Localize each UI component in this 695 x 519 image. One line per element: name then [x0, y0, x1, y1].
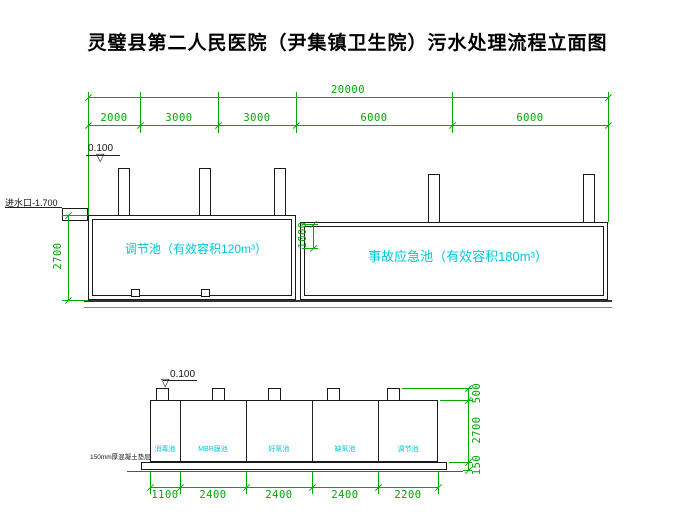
extension-line	[302, 248, 318, 249]
base-slab-note: 150mm厚混凝土垫层	[90, 454, 151, 461]
extension-line	[449, 462, 472, 463]
extension-line	[440, 400, 472, 401]
dim-label-step: 1000	[297, 221, 309, 249]
extension-line	[150, 472, 151, 494]
extension-line	[608, 92, 609, 222]
inlet-label: 进水口-1.700	[5, 198, 58, 208]
dimension-line-depth	[68, 215, 69, 300]
extension-line	[62, 300, 88, 301]
dimension-line-heights	[468, 388, 469, 470]
elevation-triangle-icon: ▽	[161, 377, 170, 389]
inlet-leader-line	[5, 207, 62, 208]
dim-label-depth: 2700	[52, 242, 64, 270]
extension-line	[296, 92, 297, 133]
compartment-label: 消毒池	[154, 446, 176, 453]
dim-label: 6000	[360, 112, 388, 124]
dim-label: 6000	[516, 112, 544, 124]
extension-line	[62, 215, 88, 216]
dim-label: 150	[471, 454, 483, 476]
extension-line	[302, 224, 318, 225]
compartment-label: 缺氧池	[334, 446, 356, 453]
drawing-title: 灵璧县第二人民医院（尹集镇卫生院）污水处理流程立面图	[87, 33, 608, 54]
dim-label-overall: 20000	[330, 84, 366, 96]
extension-line	[402, 388, 472, 389]
elevation-triangle-icon: ▽	[96, 152, 105, 164]
extension-line	[378, 472, 379, 494]
elevation-line	[163, 380, 197, 381]
emergency-tank-inner-wall	[304, 226, 604, 296]
extension-line	[438, 472, 439, 494]
vent-stub	[118, 168, 130, 216]
ground-line	[127, 471, 463, 472]
compartment-label: 好氧池	[268, 446, 290, 453]
regulating-tank-label: 调节池（有效容积120m³）	[124, 242, 267, 256]
dimension-line-segments	[88, 125, 608, 126]
vent-stub	[199, 168, 211, 216]
dim-label: 2200	[394, 489, 422, 501]
partition-wall	[378, 401, 379, 461]
extension-line	[452, 92, 453, 133]
elevation-value: 0.100	[88, 143, 114, 154]
vent-stub	[274, 168, 286, 216]
elevation-value: 0.100	[170, 369, 196, 380]
dim-label: 3000	[243, 112, 271, 124]
sump-pit	[201, 289, 210, 297]
vent-stub	[428, 174, 440, 223]
dim-label: 3000	[165, 112, 193, 124]
partition-wall	[180, 401, 181, 461]
dim-label: 2700	[471, 416, 483, 444]
vent-stub	[583, 174, 595, 223]
extension-line	[246, 472, 247, 494]
dim-label: 2400	[331, 489, 359, 501]
dim-label: 1100	[151, 489, 179, 501]
dimension-line-step	[313, 224, 314, 248]
extension-line	[312, 472, 313, 494]
base-slab	[141, 462, 447, 470]
partition-wall	[312, 401, 313, 461]
extension-line	[140, 92, 141, 133]
regulating-tank-inner-wall	[92, 219, 292, 296]
extension-line	[88, 92, 89, 215]
compartment-label: 调节池	[397, 446, 419, 453]
dim-label: 2400	[199, 489, 227, 501]
partition-wall	[246, 401, 247, 461]
ground-base-line	[84, 300, 612, 308]
dim-label: 500	[471, 382, 483, 404]
elevation-line	[86, 155, 120, 156]
dim-label: 2400	[265, 489, 293, 501]
equipment-tank-outline	[150, 400, 438, 462]
extension-line	[218, 92, 219, 133]
sump-pit	[131, 289, 140, 297]
dim-label: 2000	[100, 112, 128, 124]
dimension-line-widths	[150, 487, 438, 488]
dimension-line-overall	[88, 97, 608, 98]
emergency-tank-label: 事故应急池（有效容积180m³）	[368, 249, 548, 264]
extension-line	[180, 472, 181, 494]
compartment-label: MBR膜池	[198, 446, 228, 453]
